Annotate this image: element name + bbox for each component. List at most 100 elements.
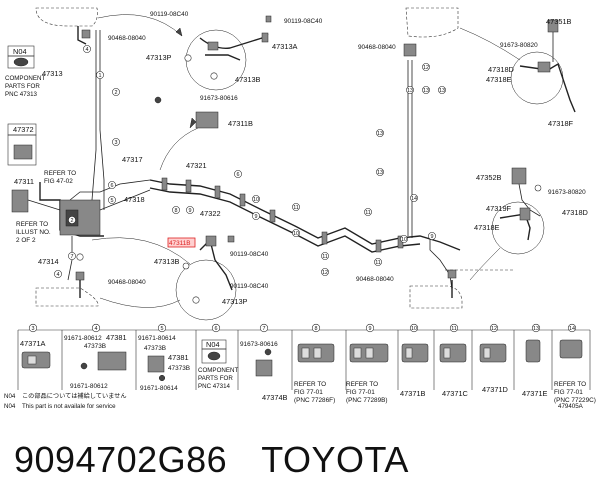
- ref14-line2: FIG 77-01: [554, 389, 583, 396]
- svg-text:11: 11: [322, 254, 328, 260]
- label-47314[interactable]: 47314: [38, 257, 59, 266]
- label-47313[interactable]: 47313: [42, 69, 63, 78]
- label-47317[interactable]: 47317: [122, 155, 143, 164]
- comp-line1: COMPONENT: [5, 75, 45, 82]
- label-90119-08c40-c[interactable]: 90119-08C40: [230, 251, 269, 258]
- label-47373b-b[interactable]: 47373B: [144, 345, 166, 352]
- svg-text:9: 9: [189, 208, 192, 214]
- highlight-box: [167, 237, 196, 248]
- svg-text:12: 12: [423, 65, 429, 71]
- label-47313b-top[interactable]: 47313B: [235, 75, 261, 84]
- svg-text:13: 13: [407, 88, 413, 94]
- label-47371c[interactable]: 47371C: [442, 389, 469, 398]
- label-47319f[interactable]: 47319F: [486, 204, 512, 213]
- svg-text:4: 4: [86, 47, 89, 53]
- label-90119-08c40-a[interactable]: 90119-08C40: [150, 11, 189, 18]
- svg-text:2: 2: [115, 90, 118, 96]
- label-47381-b[interactable]: 47381: [168, 353, 189, 362]
- label-47313p-top[interactable]: 47313P: [146, 53, 172, 62]
- label-91671-80612-b[interactable]: 91671-80612: [70, 383, 108, 390]
- label-47381-a[interactable]: 47381: [106, 333, 127, 342]
- svg-text:9: 9: [369, 326, 372, 332]
- svg-text:2: 2: [71, 218, 74, 224]
- n04-note-en: This part is not availale for service: [22, 403, 116, 410]
- ref9-line2: FIG 77-01: [346, 389, 375, 396]
- highlight-label[interactable]: 47311B: [169, 240, 191, 247]
- abs-actuator: [59, 199, 101, 236]
- refB-line1: REFER TO: [16, 221, 48, 228]
- svg-text:4: 4: [95, 326, 98, 332]
- label-47374b[interactable]: 47374B: [262, 393, 288, 402]
- label-91673-80820-top[interactable]: 91673-80820: [500, 42, 538, 49]
- svg-text:11: 11: [375, 260, 381, 266]
- ref14-line3: (PNC 77229C): [554, 397, 596, 404]
- svg-text:13: 13: [377, 131, 383, 137]
- svg-text:13: 13: [423, 88, 429, 94]
- label-47371e[interactable]: 47371E: [522, 389, 548, 398]
- ref9-line3: (PNC 77289B): [346, 397, 388, 404]
- label-47373b-c[interactable]: 47373B: [168, 365, 190, 372]
- label-91671-80612-a[interactable]: 91671-80612: [64, 335, 102, 342]
- refB-line2: ILLUST NO.: [16, 229, 51, 236]
- ref8-line3: (PNC 77286F): [294, 397, 335, 404]
- label-91671-80614-a[interactable]: 91671-80614: [138, 335, 176, 342]
- refB-line3: 2 OF 2: [16, 237, 36, 244]
- top-left-panel: [35, 7, 98, 27]
- svg-text:3: 3: [115, 140, 118, 146]
- label-90468-08040-b[interactable]: 90468-08040: [108, 279, 146, 286]
- label-47318d-top[interactable]: 47318D: [488, 65, 514, 74]
- bottom-left-panel: [35, 287, 99, 307]
- zoom-arrow-top: [97, 14, 183, 37]
- label-47318d-bottom[interactable]: 47318D: [562, 208, 588, 217]
- label-47371a[interactable]: 47371A: [20, 339, 46, 348]
- svg-text:12: 12: [322, 270, 328, 276]
- comp-line3: PNC 47313: [5, 91, 38, 98]
- lcomp-line3: PNC 47314: [198, 383, 231, 390]
- part-cells: 3 4 5 6 7 8 9 10 11 12 13 14: [17, 323, 591, 390]
- bracket-right: [511, 167, 527, 185]
- label-90119-08c40-d[interactable]: 90119-08C40: [230, 283, 269, 290]
- label-47311b[interactable]: 47311B: [228, 119, 253, 128]
- label-91671-80614-b[interactable]: 91671-80614: [140, 385, 178, 392]
- label-47318f[interactable]: 47318F: [548, 119, 574, 128]
- label-90468-08040-d[interactable]: 90468-08040: [356, 276, 394, 283]
- svg-text:7: 7: [71, 254, 74, 260]
- label-47321[interactable]: 47321: [186, 161, 207, 170]
- svg-text:11: 11: [451, 326, 457, 332]
- label-47313a[interactable]: 47313A: [272, 42, 298, 51]
- label-47373b-a[interactable]: 47373B: [84, 343, 106, 350]
- label-90119-08c40-b[interactable]: 90119-08C40: [284, 18, 323, 25]
- label-47318e-top[interactable]: 47318E: [486, 75, 512, 84]
- lcomp-line2: PARTS FOR: [198, 375, 233, 382]
- svg-text:10: 10: [401, 237, 407, 243]
- label-91673-80616-b[interactable]: 91673-80616: [240, 341, 278, 348]
- svg-text:11: 11: [365, 210, 371, 216]
- label-90468-08040-a[interactable]: 90468-08040: [108, 35, 146, 42]
- label-47318e-bottom[interactable]: 47318E: [474, 223, 500, 232]
- label-47352b[interactable]: 47352B: [476, 173, 502, 182]
- svg-text:10: 10: [253, 197, 259, 203]
- label-47311[interactable]: 47311: [14, 177, 34, 186]
- label-91673-80616-top[interactable]: 91673-80616: [200, 95, 238, 102]
- svg-text:12: 12: [491, 326, 497, 332]
- label-47322[interactable]: 47322: [200, 209, 221, 218]
- label-47372[interactable]: 47372: [13, 125, 34, 134]
- lcomp-line1: COMPONENT: [198, 367, 238, 374]
- label-90468-08040-c[interactable]: 90468-08040: [358, 44, 396, 51]
- label-47318-left[interactable]: 47318: [124, 195, 145, 204]
- label-91673-80820-bottom[interactable]: 91673-80820: [548, 189, 586, 196]
- label-47313p-bottom[interactable]: 47313P: [222, 297, 248, 306]
- label-47371d[interactable]: 47371D: [482, 385, 508, 394]
- svg-text:14: 14: [569, 326, 575, 332]
- label-47351b[interactable]: 47351B: [546, 17, 572, 26]
- ref9-line1: REFER TO: [346, 381, 378, 388]
- label-47313b-bottom[interactable]: 47313B: [154, 257, 180, 266]
- label-47371b[interactable]: 47371B: [400, 389, 426, 398]
- n04-note-jp-code: N04: [4, 393, 16, 400]
- refA-line2: FIG 47-02: [44, 178, 73, 185]
- bracket-icon: [13, 144, 33, 160]
- svg-text:13: 13: [377, 170, 383, 176]
- part-number: 9094702G86: [14, 439, 228, 480]
